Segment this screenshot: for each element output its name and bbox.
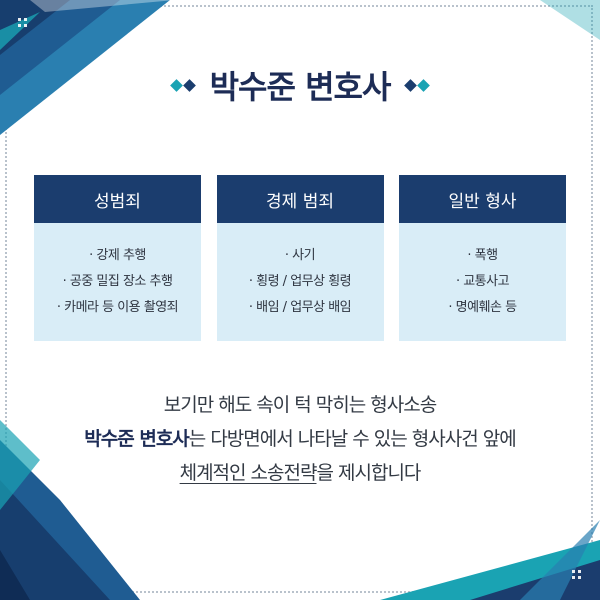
title-row: 박수준 변호사 xyxy=(0,60,600,110)
card-item: · 공중 밀집 장소 추행 xyxy=(62,274,173,289)
card-item: · 명예훼손 등 xyxy=(448,300,517,315)
card-item: · 배임 / 업무상 배임 xyxy=(248,300,352,315)
card-item: · 폭행 xyxy=(467,248,498,263)
card-heading: 일반 형사 xyxy=(399,175,566,223)
card-heading: 경제 범죄 xyxy=(216,175,384,223)
page-title: 박수준 변호사 xyxy=(209,68,392,106)
card-heading: 성범죄 xyxy=(34,175,201,223)
diamond-icon-left xyxy=(169,78,196,92)
card-economic-crimes: 경제 범죄 · 사기 · 횡령 / 업무상 횡령 · 배임 / 업무상 배임 xyxy=(216,175,384,341)
description-line-3: 체계적인 소송전략을 제시합니다 xyxy=(0,456,600,490)
diamond-icon-right xyxy=(404,78,431,92)
card-item: · 카메라 등 이용 촬영죄 xyxy=(56,300,179,315)
description-line-1: 보기만 해도 속이 턱 막히는 형사소송 xyxy=(163,394,437,416)
corner-decoration-top-left xyxy=(0,0,175,135)
card-general-criminal: 일반 형사 · 폭행 · 교통사고 · 명예훼손 등 xyxy=(399,175,566,341)
card-body: · 강제 추행 · 공중 밀집 장소 추행 · 카메라 등 이용 촬영죄 xyxy=(34,223,201,341)
corner-decoration-top-right xyxy=(540,0,600,40)
description: 보기만 해도 속이 턱 막히는 형사소송 박수준 변호사는 다방면에서 나타날 … xyxy=(0,388,600,490)
card-item: · 교통사고 xyxy=(455,274,510,289)
dotted-frame xyxy=(5,5,593,593)
description-line-2: 박수준 변호사는 다방면에서 나타날 수 있는 형사사건 앞에 xyxy=(0,422,600,456)
card-sex-crimes: 성범죄 · 강제 추행 · 공중 밀집 장소 추행 · 카메라 등 이용 촬영죄 xyxy=(34,175,201,341)
lawyer-name-bold: 박수준 변호사 xyxy=(84,428,189,450)
description-line-2-text: 는 다방면에서 나타날 수 있는 형사사건 앞에 xyxy=(188,428,517,450)
corner-decoration-bottom xyxy=(0,420,600,600)
card-item: · 횡령 / 업무상 횡령 xyxy=(248,274,352,289)
card-item: · 강제 추행 xyxy=(89,248,146,263)
strategy-underlined: 체계적인 소송전략 xyxy=(179,462,318,484)
description-line-3-text: 을 제시합니다 xyxy=(316,462,421,484)
card-body: · 사기 · 횡령 / 업무상 횡령 · 배임 / 업무상 배임 xyxy=(216,223,384,341)
card-body: · 폭행 · 교통사고 · 명예훼손 등 xyxy=(399,223,566,341)
card-item: · 사기 xyxy=(284,248,316,263)
practice-area-cards: 성범죄 · 강제 추행 · 공중 밀집 장소 추행 · 카메라 등 이용 촬영죄… xyxy=(34,175,566,341)
